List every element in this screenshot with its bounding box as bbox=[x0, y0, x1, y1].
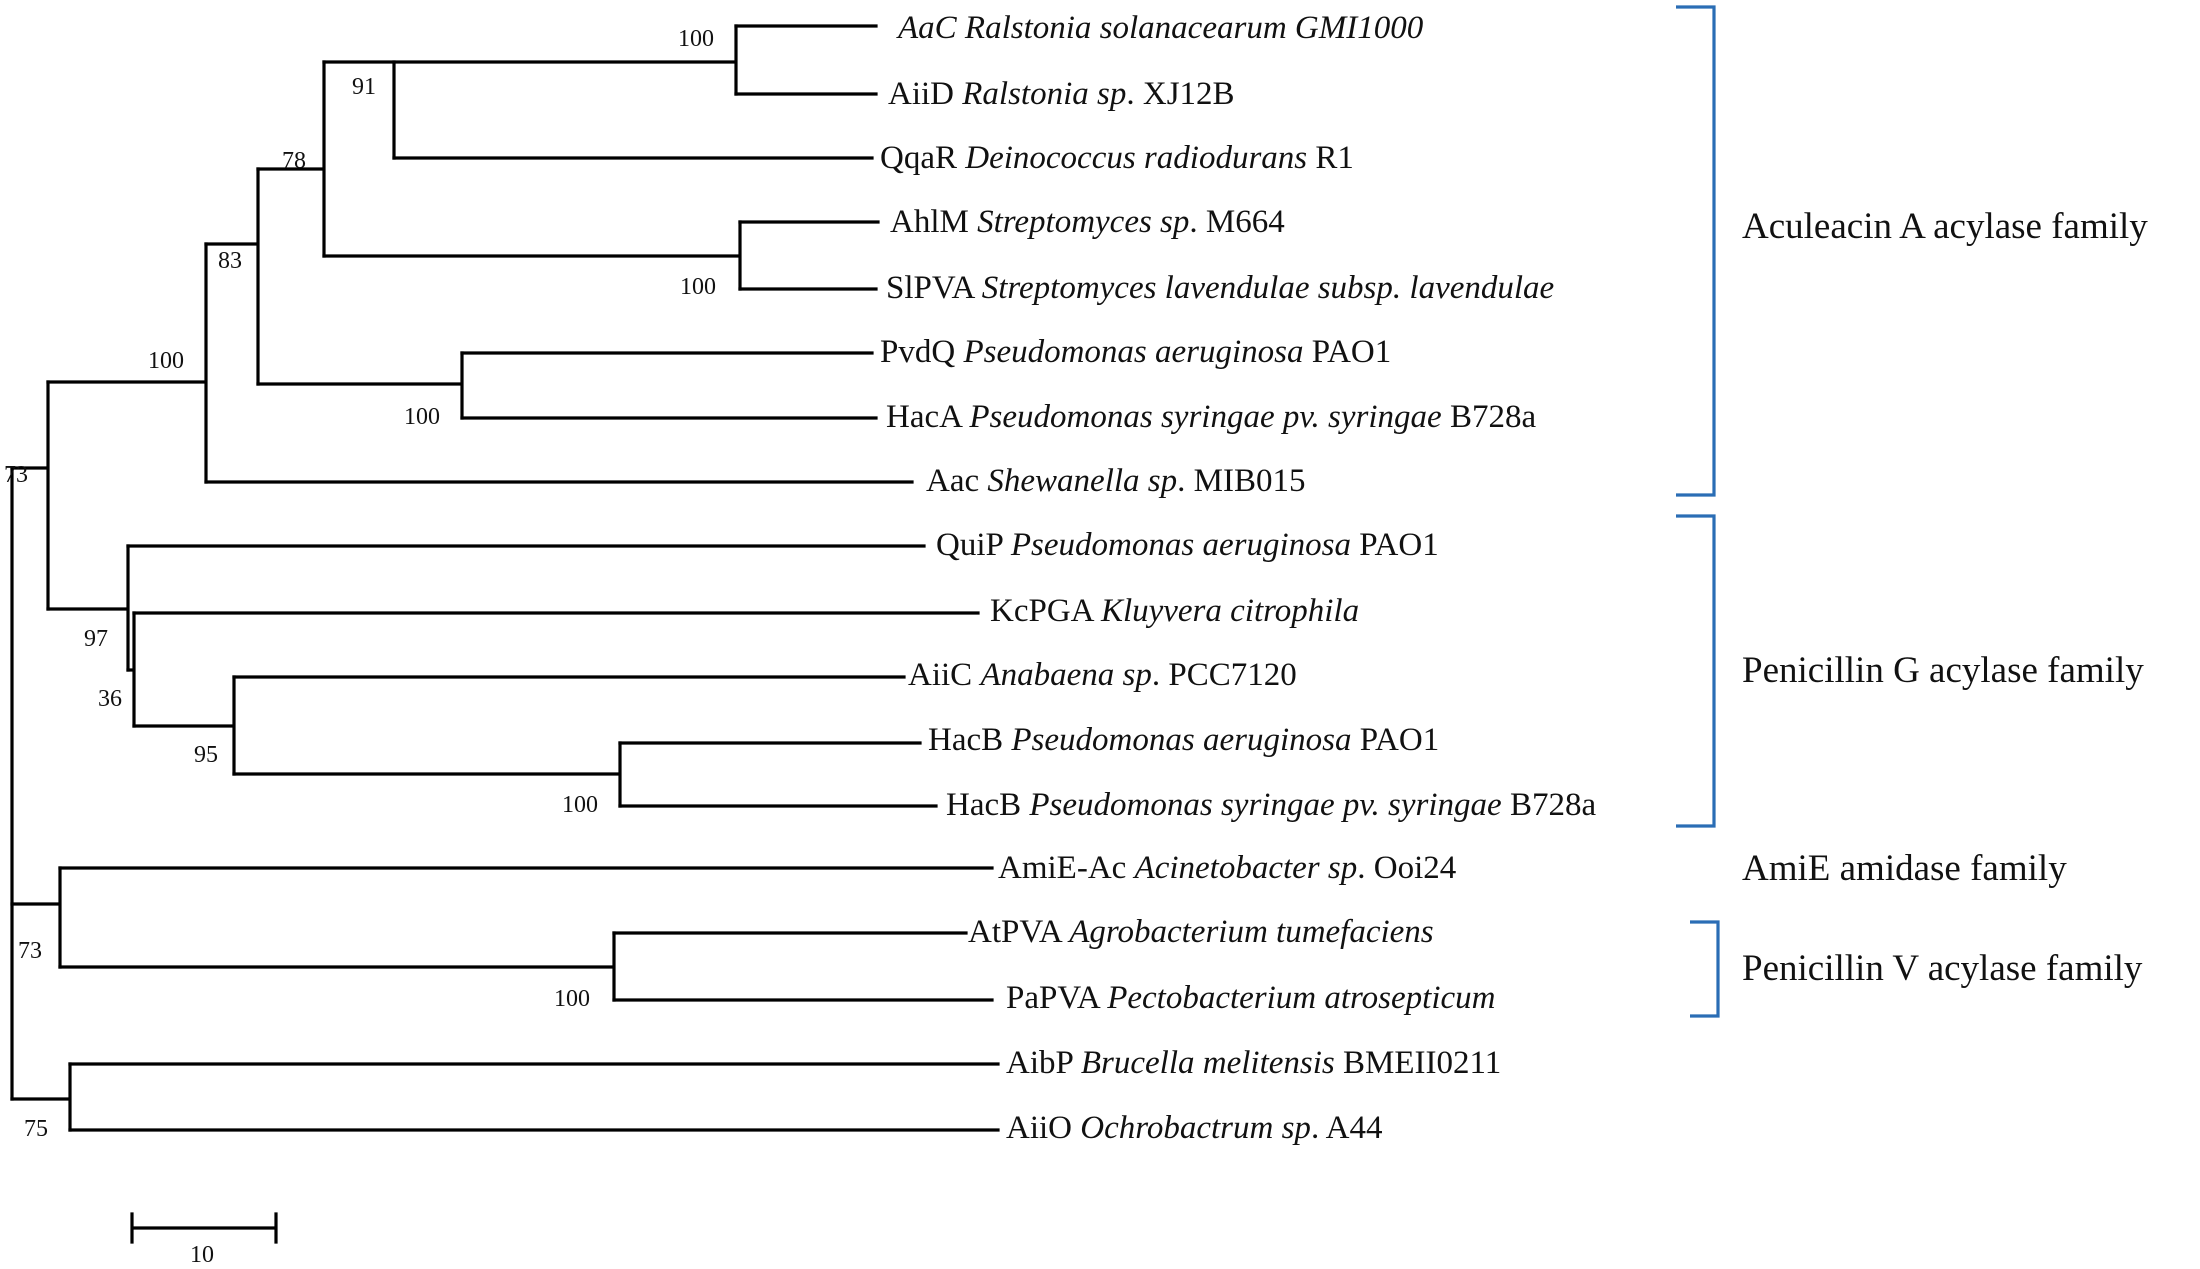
bootstrap-value: 95 bbox=[194, 742, 218, 768]
bootstrap-value: 100 bbox=[680, 274, 716, 300]
leaf-label: QuiP Pseudomonas aeruginosa PAO1 bbox=[936, 527, 1439, 563]
branch-amie-pva-clade bbox=[10, 866, 62, 969]
leaf-label: AiiC Anabaena sp. PCC7120 bbox=[908, 657, 1297, 693]
branch-n100-pva bbox=[58, 931, 616, 1002]
leaf-labels: AaC Ralstonia solanacearum GMI1000 AiiD … bbox=[880, 10, 1596, 1146]
leaf-label: QqaR Deinococcus radiodurans R1 bbox=[880, 140, 1354, 176]
leaf-label: KcPGA Kluyvera citrophila bbox=[990, 593, 1359, 629]
bootstrap-value: 73 bbox=[18, 938, 42, 964]
branch-n83 bbox=[204, 167, 260, 386]
family-label-aculeacin: Aculeacin A acylase family bbox=[1742, 206, 2148, 247]
leaf-label: AtPVA Agrobacterium tumefaciens bbox=[968, 914, 1434, 950]
tree-branches bbox=[10, 24, 1000, 1132]
bootstrap-value: 83 bbox=[218, 248, 242, 274]
branch-n100-aac-aiid bbox=[392, 24, 738, 96]
family-label-amie: AmiE amidase family bbox=[1742, 848, 2067, 889]
family-label-penicillin-g: Penicillin G acylase family bbox=[1742, 650, 2144, 691]
bootstrap-value: 97 bbox=[84, 626, 108, 652]
bootstrap-value: 78 bbox=[282, 148, 306, 174]
leaf-label: AaC Ralstonia solanacearum GMI1000 bbox=[896, 10, 1424, 46]
branch-pga-clade bbox=[46, 544, 130, 672]
branch-n91 bbox=[322, 60, 396, 160]
family-labels: Aculeacin A acylase family Penicillin G … bbox=[1742, 206, 2148, 989]
bootstrap-value: 100 bbox=[404, 404, 440, 430]
family-brackets bbox=[1676, 5, 1720, 1018]
branch-aibp-aiio-clade bbox=[10, 1062, 72, 1132]
family-label-penicillin-v: Penicillin V acylase family bbox=[1742, 948, 2143, 989]
bootstrap-value: 91 bbox=[352, 74, 376, 100]
branch-n100-ahlm-slpva bbox=[322, 220, 742, 291]
bracket-penicillin-g bbox=[1676, 514, 1716, 828]
leaf-label: AiiO Ochrobactrum sp. A44 bbox=[1006, 1110, 1382, 1146]
bootstrap-value: 100 bbox=[554, 986, 590, 1012]
bootstrap-value: 73 bbox=[4, 462, 28, 488]
branch-n100-pvdq-haca bbox=[256, 351, 464, 420]
branch-n100-hacb bbox=[232, 741, 622, 808]
leaf-label: AmiE-Ac Acinetobacter sp. Ooi24 bbox=[998, 850, 1456, 886]
scale-bar: 10 bbox=[130, 1212, 278, 1268]
bracket-aculeacin bbox=[1676, 5, 1716, 497]
branch-aculeacin-clade bbox=[46, 242, 208, 484]
bootstrap-value: 100 bbox=[678, 26, 714, 52]
bootstrap-value: 75 bbox=[24, 1116, 48, 1142]
leaf-label: AhlM Streptomyces sp. M664 bbox=[890, 204, 1285, 240]
bootstrap-value: 36 bbox=[98, 686, 122, 712]
leaf-label: HacB Pseudomonas aeruginosa PAO1 bbox=[928, 722, 1439, 758]
branch-n78 bbox=[256, 60, 326, 258]
branch-n36 bbox=[126, 611, 136, 728]
leaf-label: SlPVA Streptomyces lavendulae subsp. lav… bbox=[886, 270, 1554, 306]
leaf-label: AibP Brucella melitensis BMEII0211 bbox=[1006, 1045, 1501, 1081]
leaf-label: HacA Pseudomonas syringae pv. syringae B… bbox=[886, 399, 1536, 435]
branch-n95 bbox=[132, 675, 236, 776]
bracket-penicillin-v bbox=[1690, 920, 1720, 1018]
leaf-label: HacB Pseudomonas syringae pv. syringae B… bbox=[946, 787, 1596, 823]
leaf-label: PvdQ Pseudomonas aeruginosa PAO1 bbox=[880, 334, 1391, 370]
leaf-label: PaPVA Pectobacterium atrosepticum bbox=[1006, 980, 1495, 1016]
scale-bar-label: 10 bbox=[190, 1242, 214, 1268]
bootstrap-value: 100 bbox=[562, 792, 598, 818]
branch-main-clade bbox=[10, 380, 50, 611]
scale-bar-line bbox=[130, 1212, 278, 1244]
leaf-label: Aac Shewanella sp. MIB015 bbox=[926, 463, 1305, 499]
bootstrap-values: 100 91 78 100 83 100 100 73 97 36 95 100… bbox=[4, 26, 716, 1142]
leaf-label: AiiD Ralstonia sp. XJ12B bbox=[888, 76, 1235, 112]
bootstrap-value: 100 bbox=[148, 348, 184, 374]
